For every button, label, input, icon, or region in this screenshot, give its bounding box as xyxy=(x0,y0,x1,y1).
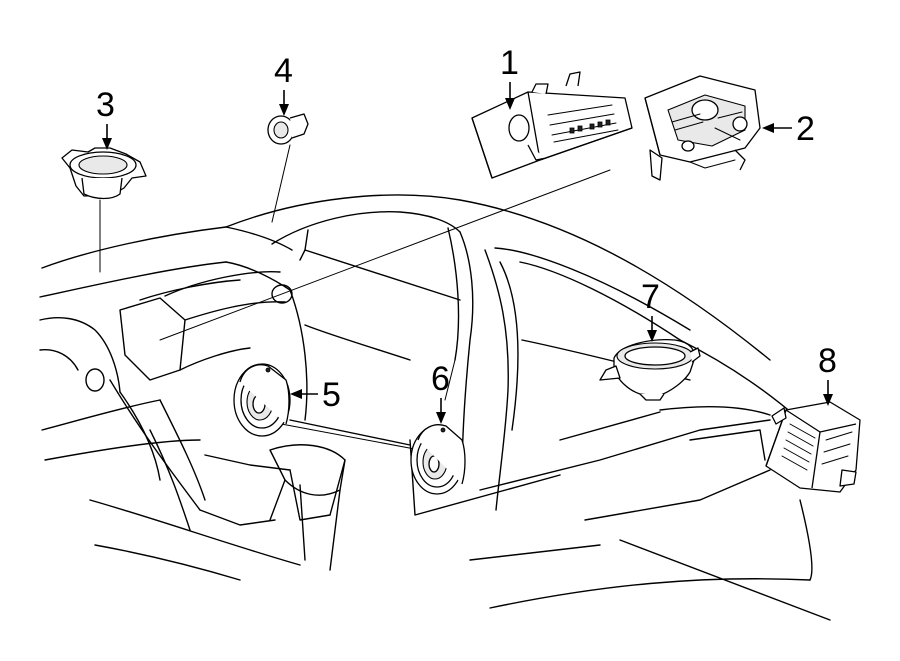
vehicle-body-outline xyxy=(39,194,831,621)
part-6-rear-door-speaker xyxy=(410,424,466,495)
part-5-front-door-speaker xyxy=(233,363,291,437)
part-3-dash-speaker xyxy=(61,147,147,200)
leader-lines xyxy=(99,144,611,451)
part-2-control-panel xyxy=(644,75,761,181)
callout-7-label: 7 xyxy=(641,278,660,316)
callout-2-label: 2 xyxy=(796,110,815,148)
part-4-tweeter xyxy=(267,113,309,145)
callout-3-label: 3 xyxy=(96,86,115,124)
callout-arrows xyxy=(102,82,833,424)
part-7-rear-shelf-speaker xyxy=(599,339,701,401)
part-8-amplifier xyxy=(765,401,861,493)
callout-5-label: 5 xyxy=(322,376,341,414)
callout-1-label: 1 xyxy=(500,44,519,82)
callout-6-label: 6 xyxy=(431,360,450,398)
callout-4-label: 4 xyxy=(274,52,293,90)
part-1-radio-receiver xyxy=(471,71,633,179)
callout-8-label: 8 xyxy=(818,342,837,380)
callout-labels: 1 2 3 4 5 6 7 8 xyxy=(96,44,837,414)
